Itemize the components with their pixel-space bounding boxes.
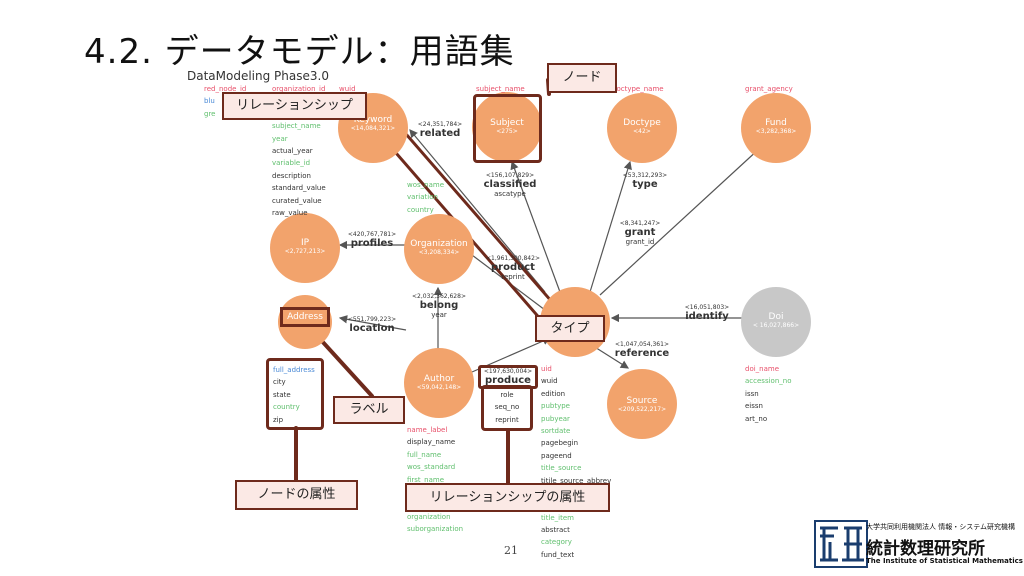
edge-classified	[510, 160, 561, 293]
node-author	[404, 348, 474, 418]
node-keyword-label: Keyword<14,084,321>	[350, 115, 396, 132]
node-source	[607, 369, 677, 439]
node-address-label: Address	[287, 312, 323, 322]
node-doctype-label: Doctype<42>	[623, 118, 661, 135]
node-ip-label: IP<2,727,213>	[284, 238, 326, 255]
doi-attr-list: doi_name accession_no issn eissn art_no	[745, 365, 792, 423]
node-ip	[270, 213, 340, 283]
callout-node: ノード	[547, 63, 617, 93]
node-subject-label: Subject<275>	[490, 118, 524, 135]
diagram-subtitle: DataModeling Phase3.0	[187, 69, 329, 83]
edge-related	[409, 129, 546, 293]
node-highlight-box	[473, 94, 542, 163]
node-fund-label: Fund<3,282,368>	[755, 118, 797, 135]
node-author-label: Author<59,042,148>	[416, 374, 462, 391]
ism-logo-icon	[814, 520, 868, 568]
address-attr-list: full_address city state country zip	[266, 358, 324, 430]
edge-type	[589, 160, 632, 293]
rel-identify: <16,051,803>identify	[684, 304, 730, 322]
produce-attr-list: role seq_no reprint	[481, 385, 533, 431]
author-attr-list: name_label display_name full_name wos_st…	[407, 426, 464, 534]
callout-type: タイプ	[535, 315, 605, 342]
node-address-label-box: Address	[280, 307, 330, 327]
type-attr-list: uid wuid edition pubtype pubyear sortdat…	[541, 365, 612, 559]
subject-attr-list: subject_name	[476, 85, 525, 93]
organization-attr-list: wos_name variation country	[407, 181, 445, 214]
logo-name-en: The Institute of Statistical Mathematics	[866, 557, 1023, 565]
node-subject	[472, 92, 542, 162]
keyword-top-attr: wuid	[339, 85, 356, 93]
logo-name-jp: 統計数理研究所	[866, 539, 985, 559]
rel-location: <551,799,223>location	[347, 316, 397, 334]
callout-label: ラベル	[333, 396, 405, 424]
rel-reference: <1,047,054,361>reference	[614, 341, 670, 359]
edge-grant	[599, 147, 761, 296]
legend-attr-list: red_node_id blu gre	[204, 85, 247, 118]
edge-location	[338, 315, 407, 331]
fund-attr-list: grant_agency	[745, 85, 793, 93]
node-fund	[741, 93, 811, 163]
node-doi	[741, 287, 811, 357]
doctype-attr-list: doctype_name	[612, 85, 664, 93]
keyword-attr-list: organization_id subject_name year actual…	[272, 85, 326, 217]
node-doi-label: Doi< 16,027,866>	[752, 312, 800, 329]
node-doctype	[607, 93, 677, 163]
callout-node-attributes: ノードの属性	[235, 480, 358, 510]
node-organization	[404, 214, 474, 284]
callout-relationship-attributes: リレーションシップの属性	[405, 483, 610, 512]
page-number: 21	[504, 544, 518, 557]
node-organization-label: Organization<3,208,334>	[410, 239, 468, 256]
rel-profiles: <420,767,781>profiles	[347, 231, 397, 249]
node-source-label: Source<209,522,217>	[617, 396, 667, 413]
rel-type: <53,312,293>type	[622, 172, 668, 190]
rel-related: <24,351,784>related	[417, 121, 463, 139]
logo-org-line: 大学共同利用機関法人 情報・システム研究機構	[866, 523, 1016, 531]
page-title: 4.2. データモデル：用語集	[84, 32, 515, 72]
callout-relationship: リレーションシップ	[222, 92, 367, 120]
